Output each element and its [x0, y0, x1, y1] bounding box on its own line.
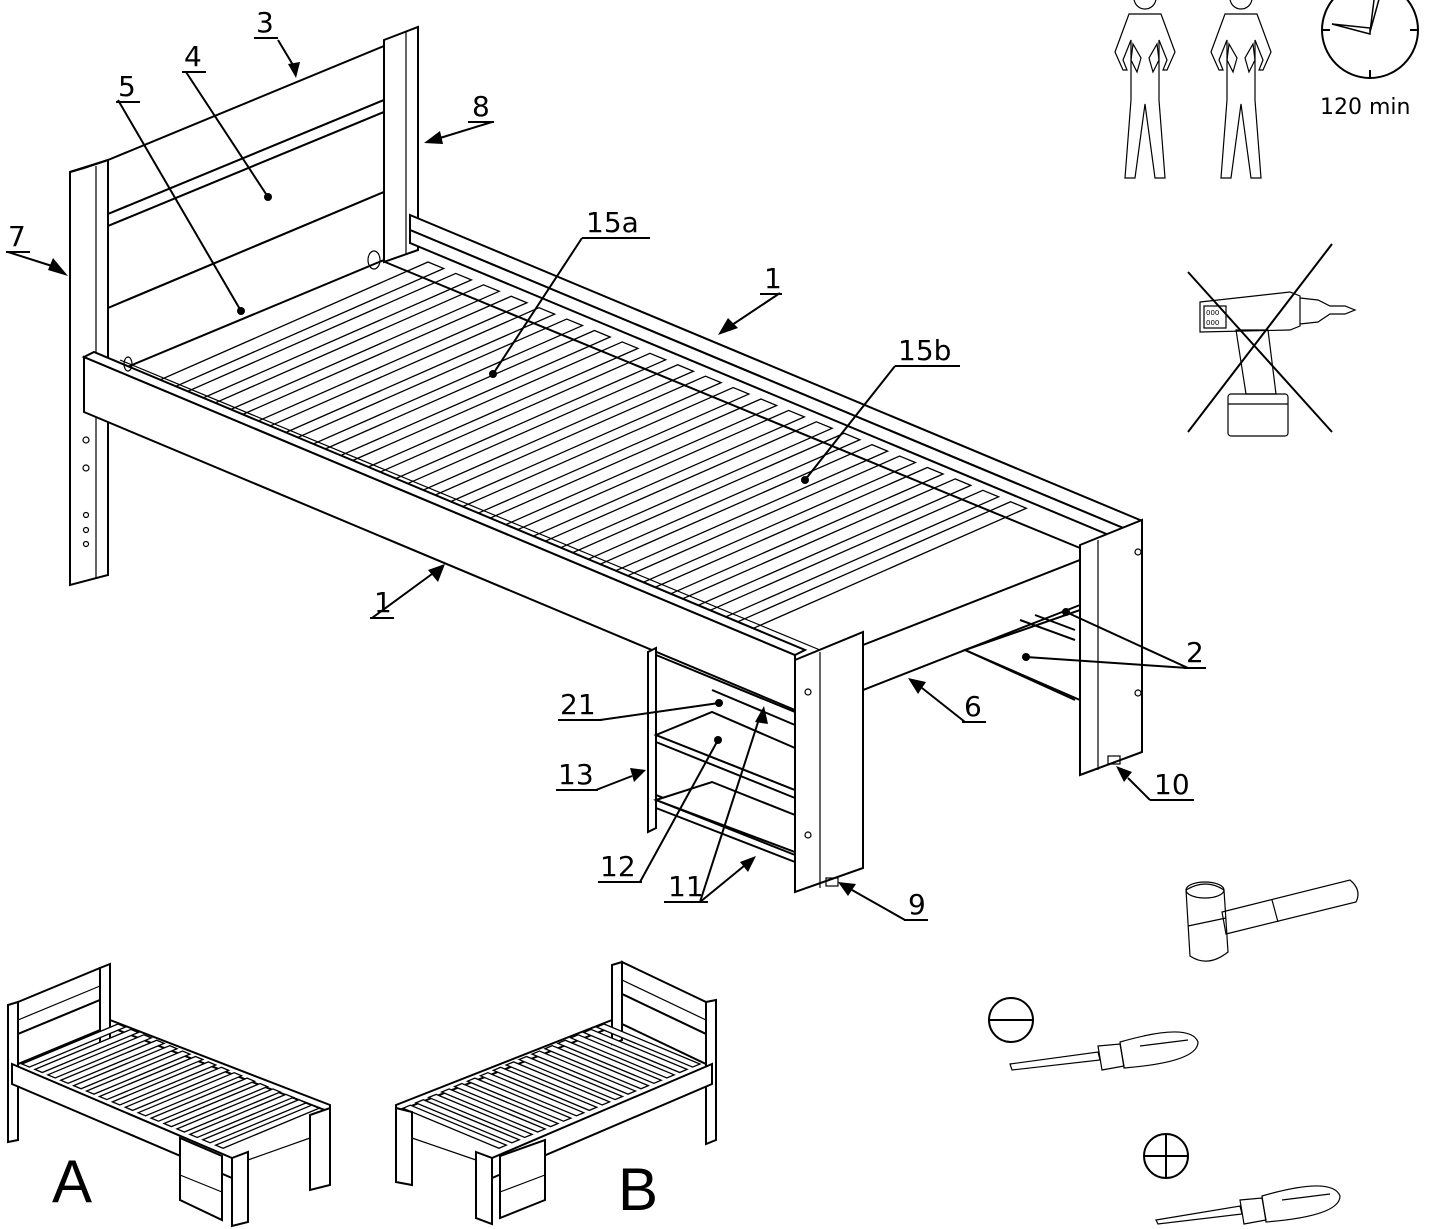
- slat: [504, 1061, 612, 1106]
- slat: [84, 1050, 192, 1095]
- slat: [569, 1034, 676, 1079]
- rubber-mallet-icon: [1185, 879, 1359, 962]
- clock-icon: [1321, 0, 1419, 79]
- svg-text:000: 000: [1206, 309, 1219, 317]
- slat: [149, 1077, 257, 1122]
- slat: [594, 1023, 702, 1068]
- slat: [175, 1088, 283, 1133]
- slat: [213, 1104, 321, 1149]
- bed-variant-b: [395, 960, 717, 1226]
- slat: [582, 1028, 689, 1074]
- leader-lines: [7, 39, 1205, 921]
- two-people-icon: [1114, 0, 1272, 179]
- bed-variant-a: [7, 962, 331, 1228]
- slat: [427, 1093, 534, 1139]
- callout-10: 10: [1154, 768, 1190, 801]
- footboard-back-post: [1079, 518, 1143, 777]
- callout-7: 7: [8, 220, 26, 253]
- slat: [401, 1104, 509, 1149]
- slat: [439, 1088, 547, 1133]
- callout-8: 8: [472, 90, 490, 123]
- callout-3: 3: [256, 6, 274, 39]
- headboard-lower-rail: [107, 190, 385, 377]
- callout-6: 6: [964, 690, 982, 723]
- phillips-screwdriver-icon: [1143, 1133, 1341, 1225]
- slat: [33, 1028, 140, 1074]
- callout-9: 9: [908, 888, 926, 921]
- footboard-lower-rail: [962, 608, 1081, 702]
- slat: [491, 1066, 599, 1112]
- shelf-unit: [647, 646, 796, 863]
- slat: [530, 1050, 638, 1095]
- slat: [162, 1082, 270, 1128]
- slat: [556, 1039, 663, 1085]
- callout-4: 4: [184, 40, 202, 73]
- callout-15a: 15a: [586, 206, 639, 239]
- variant-b-label: B: [618, 1156, 658, 1223]
- slat: [71, 1044, 179, 1090]
- slat: [59, 1039, 166, 1085]
- slat: [20, 1023, 128, 1068]
- callout-15b: 15b: [898, 334, 951, 367]
- callout-12: 12: [600, 850, 636, 883]
- callout-2: 2: [1186, 636, 1204, 669]
- assembly-time-label: 120 min: [1320, 95, 1410, 120]
- callout-labels: 3 4 5 8 7 15a 1 15b 1 2 6 21 13 10 12 11…: [6, 6, 1206, 921]
- footboard-front-post: [794, 630, 864, 894]
- slat: [46, 1034, 153, 1079]
- bed-main-drawing: [69, 25, 1143, 894]
- slat: [201, 1099, 308, 1144]
- slat: [465, 1077, 573, 1122]
- slat: [110, 1061, 218, 1106]
- svg-text:000: 000: [1206, 319, 1219, 327]
- slat: [97, 1055, 205, 1101]
- flathead-screwdriver-icon: [988, 997, 1199, 1071]
- callout-21: 21: [560, 688, 596, 721]
- slat: [452, 1082, 560, 1128]
- slat-base: [126, 261, 1028, 641]
- slat: [517, 1055, 625, 1101]
- callout-11: 11: [668, 870, 704, 903]
- slat: [414, 1099, 521, 1144]
- slat: [478, 1071, 586, 1117]
- slat: [543, 1044, 651, 1090]
- slat: [136, 1071, 244, 1117]
- callout-1-back-rail: 1: [764, 262, 782, 295]
- no-power-drill-icon: 000 000: [1187, 243, 1357, 437]
- callout-1-front-rail: 1: [374, 586, 392, 619]
- slat: [188, 1093, 295, 1139]
- variant-a-label: A: [52, 1148, 92, 1215]
- callout-13: 13: [558, 758, 594, 791]
- slat: [123, 1066, 231, 1112]
- callout-5: 5: [118, 70, 136, 103]
